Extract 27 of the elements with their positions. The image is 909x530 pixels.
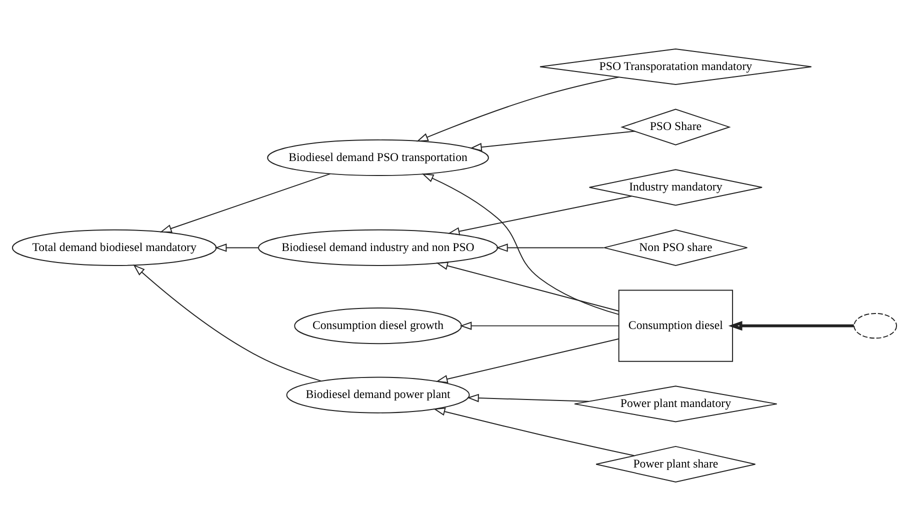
node-cloud	[854, 312, 898, 338]
arrow	[433, 407, 635, 456]
arrow	[214, 243, 259, 252]
arrow	[448, 195, 632, 235]
arrow	[416, 76, 620, 142]
arrow	[460, 321, 620, 330]
arrow	[728, 320, 854, 330]
arrow	[436, 261, 620, 312]
node-ellipse: Biodiesel demand industry and non PSO	[258, 228, 498, 266]
node-ellipse: Total demand biodiesel mandatory	[12, 228, 217, 266]
arrow	[466, 393, 590, 402]
arrow	[436, 338, 620, 383]
arrow	[160, 172, 331, 232]
node-diamond: Power plant mandatory	[574, 385, 778, 422]
node-ellipse: Consumption diesel growth	[294, 307, 462, 344]
node-diamond: Non PSO share	[604, 228, 748, 266]
node-ellipse: Biodiesel demand power plant	[286, 376, 470, 413]
node-diamond: Industry mandatory	[588, 168, 763, 206]
arrow	[422, 173, 620, 314]
node-diamond: PSO Transporatation mandatory	[540, 48, 812, 85]
node-diamond: PSO Share	[620, 108, 731, 145]
node-diamond: Power plant share	[596, 445, 756, 482]
node-ellipse: Biodiesel demand PSO transportation	[267, 138, 489, 176]
arrow	[470, 130, 635, 151]
arrow	[496, 243, 604, 252]
node-box: Consumption diesel	[618, 289, 734, 362]
arrow	[133, 264, 322, 382]
